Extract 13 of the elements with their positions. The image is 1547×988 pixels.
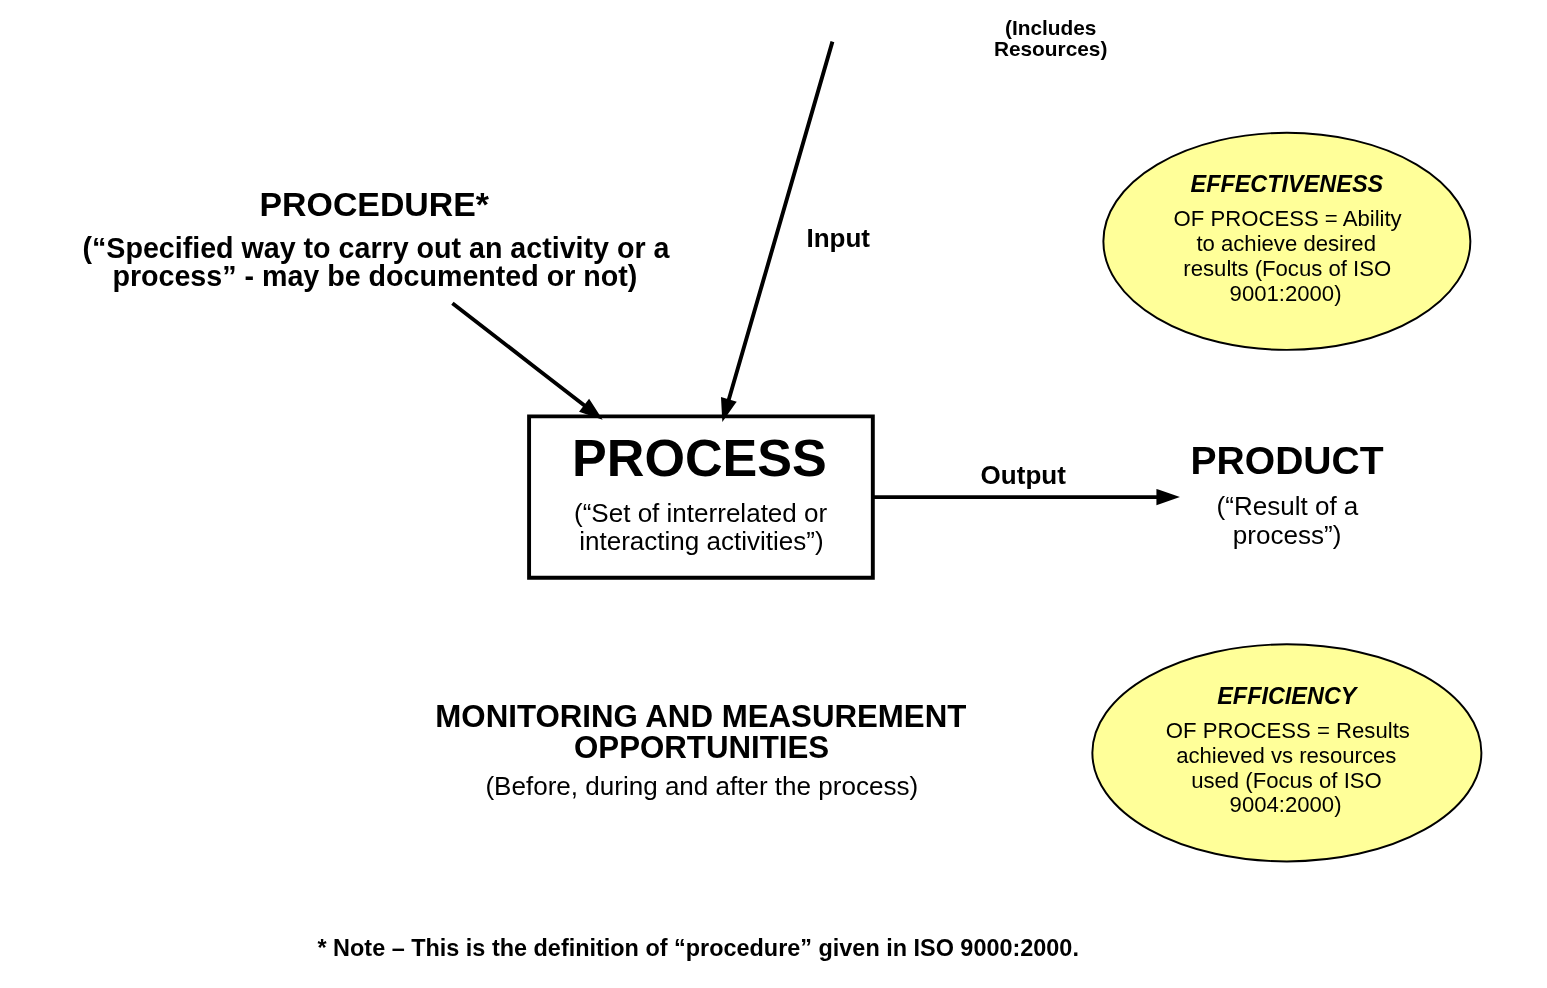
- node-box: PROCESS (“Set of interrelated or interacting activities”): [526, 413, 875, 580]
- arrow: [872, 488, 1180, 505]
- node-text: PROCEDURE* (“Specified way to carry out an activity or a process” - may be documented or not): [81, 184, 669, 292]
- arrow: [450, 301, 603, 420]
- label: (Includes Resources): [993, 15, 1107, 60]
- node-text: MONITORING AND MEASUREMENT OPPORTUNITIES (Before, during and after the process): [434, 698, 966, 801]
- edge-label: Input: [805, 222, 870, 253]
- edge-label: Output: [980, 459, 1066, 490]
- node-text: PRODUCT (“Result of a process”): [1190, 438, 1384, 550]
- node-ellipse: EFFICIENCY OF PROCESS = Results achieved vs resources used (Focus of ISO 9004:2000): [1090, 642, 1482, 862]
- arrow: [720, 40, 834, 422]
- node-ellipse: EFFECTIVENESS OF PROCESS = Ability to achieve desired results (Focus of ISO 9001:2000): [1101, 131, 1471, 351]
- label: * Note – This is the definition of “procedure” given in ISO 9000:2000.: [317, 934, 1079, 961]
